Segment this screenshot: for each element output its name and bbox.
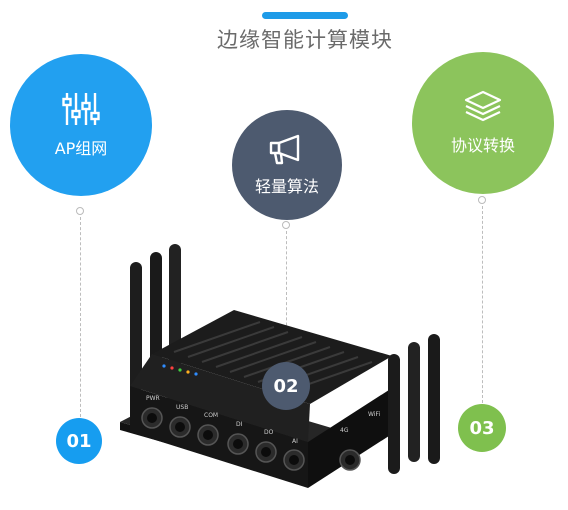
- svg-text:DO: DO: [264, 429, 274, 436]
- title-accent-bar: [262, 12, 348, 19]
- svg-text:AI: AI: [292, 438, 298, 445]
- connector-dot-2: [282, 221, 290, 229]
- step-badge-03[interactable]: 03: [458, 404, 506, 452]
- step-badge-02[interactable]: 02: [262, 362, 310, 410]
- feature-protocol-conversion[interactable]: 协议转换: [412, 52, 554, 194]
- feature-label: 协议转换: [450, 136, 515, 155]
- svg-text:COM: COM: [204, 412, 218, 419]
- connector-line-1: [80, 217, 81, 417]
- megaphone-icon: [268, 133, 306, 169]
- connector-line-2: [286, 231, 287, 361]
- connector-dot-3: [478, 196, 486, 204]
- feature-ap-network[interactable]: AP组网: [10, 54, 152, 196]
- svg-text:DI: DI: [236, 421, 243, 428]
- feature-lightweight-algorithm[interactable]: 轻量算法: [232, 110, 342, 220]
- svg-text:USB: USB: [176, 404, 188, 411]
- step-badge-01[interactable]: 01: [56, 418, 102, 464]
- feature-label: 轻量算法: [254, 177, 319, 196]
- svg-text:4G: 4G: [340, 427, 349, 434]
- layers-icon: [463, 90, 503, 128]
- svg-text:PWR: PWR: [146, 395, 160, 402]
- feature-label: AP组网: [54, 139, 108, 158]
- page-title: 边缘智能计算模块: [217, 28, 393, 52]
- connector-line-3: [482, 206, 483, 403]
- svg-text:WiFi: WiFi: [368, 411, 380, 418]
- sliders-icon: [61, 91, 101, 131]
- edge-computing-device-image: PWR USB COM DI DO AI 4G WiFi: [112, 236, 452, 504]
- connector-dot-1: [76, 207, 84, 215]
